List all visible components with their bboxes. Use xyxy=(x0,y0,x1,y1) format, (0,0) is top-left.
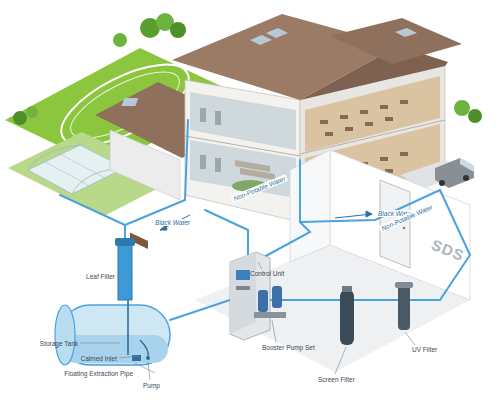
leaf-filter xyxy=(115,238,135,300)
main-roof xyxy=(172,14,398,100)
solar-panels xyxy=(250,28,417,45)
callout-label: Calmed Inlet xyxy=(81,355,118,362)
main-wall-front xyxy=(185,80,300,222)
plant-room-wall xyxy=(330,150,470,300)
plant-room-wall-left xyxy=(290,150,330,262)
callout-label: Storage Tank xyxy=(40,340,78,347)
storage-tank xyxy=(55,300,170,365)
screen-filter xyxy=(340,286,354,345)
booster-pump-set xyxy=(254,286,286,318)
right-roof xyxy=(330,18,462,64)
control-unit xyxy=(230,252,270,340)
callout-label: Screen Filter xyxy=(318,376,355,383)
callout-label: UV Filter xyxy=(412,346,437,353)
leader-lines xyxy=(80,262,415,380)
pipe-label: Black Water xyxy=(153,219,192,226)
callout-label: Floating Extraction Pipe xyxy=(64,370,133,377)
callout-label: Booster Pump Set xyxy=(262,344,315,351)
van xyxy=(435,158,474,188)
solar-panel xyxy=(121,98,138,106)
callout-label: Control Unit xyxy=(250,270,284,277)
callout-label: Leaf Filter xyxy=(86,273,115,280)
callout-label: Pump xyxy=(143,382,160,389)
uv-filter xyxy=(395,282,413,330)
